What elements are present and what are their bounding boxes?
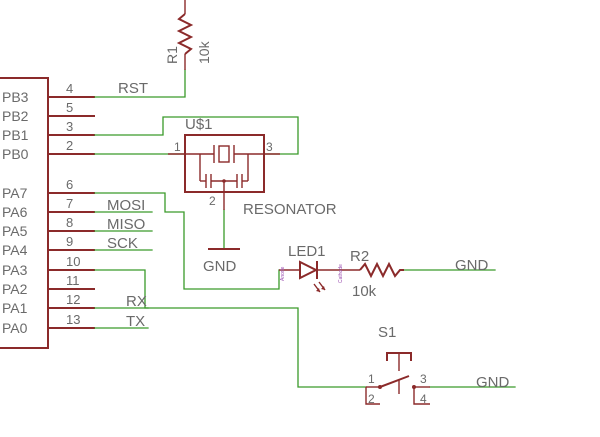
wire-rst	[94, 69, 186, 98]
crystal-element	[218, 145, 230, 163]
wire-pb1-resonator	[94, 116, 299, 155]
mcu-symbol: PB3 PB2 PB1 PB0 PA7 PA6 PA5 PA4 PA3 PA2 …	[0, 77, 95, 349]
net-label-miso: MISO	[107, 216, 145, 233]
r2-value: 10k	[352, 283, 377, 300]
net-label-tx: TX	[126, 313, 145, 330]
pin-number-9: 9	[66, 234, 73, 249]
pin-name-pa4: PA4	[2, 242, 28, 258]
switch-blade	[379, 375, 410, 388]
pin-number-13: 13	[66, 312, 80, 327]
switch-s1: S1 1 2 3 4 GND	[365, 324, 510, 406]
pin-number-10: 10	[66, 254, 80, 269]
resonator-pin1: 1	[174, 140, 181, 154]
pin-number-6: 6	[66, 177, 73, 192]
pin-name-pa1: PA1	[2, 300, 28, 316]
pin-number-3: 3	[66, 119, 73, 134]
led-emission-head-1	[316, 288, 320, 292]
pin-name-pa0: PA0	[2, 320, 28, 336]
switch-gnd-label: GND	[476, 374, 510, 391]
pin-number-4: 4	[66, 81, 73, 96]
net-label-rx: RX	[126, 293, 147, 310]
r2-name: R2	[350, 248, 369, 265]
resonator-name: U$1	[185, 116, 213, 133]
resonator-gnd-label: GND	[203, 258, 237, 275]
pin-name-pa2: PA2	[2, 281, 28, 297]
pin-name-pb1: PB1	[2, 127, 29, 143]
r2-zigzag	[359, 261, 404, 279]
pin-number-8: 8	[66, 215, 73, 230]
mcu-pin-stubs	[48, 96, 95, 329]
wires	[94, 69, 516, 388]
led-name: LED1	[288, 243, 326, 260]
wire-pa3-switch	[94, 269, 367, 388]
pin-number-5: 5	[66, 100, 73, 115]
led-cathode-tiny: Cathode	[338, 264, 344, 283]
net-label-mosi: MOSI	[107, 197, 145, 214]
pin-name-pa3: PA3	[2, 262, 28, 278]
switch-pin4-lead	[413, 387, 430, 405]
pin-number-11: 11	[66, 273, 80, 288]
net-label-sck: SCK	[107, 235, 138, 252]
pin-number-7: 7	[66, 196, 73, 211]
resistor-r1: R1 10k	[164, 0, 212, 70]
resonator-pin3: 3	[266, 140, 273, 154]
switch-pin2: 2	[368, 392, 375, 406]
pin-name-pb0: PB0	[2, 146, 29, 162]
pin-name-pa6: PA6	[2, 204, 28, 220]
switch-pin4: 4	[420, 392, 427, 406]
led-emission-head-2	[321, 286, 325, 290]
switch-name: S1	[378, 324, 396, 341]
led-led1: Anode Cathode LED1	[279, 243, 360, 293]
resonator-pin2: 2	[209, 194, 216, 208]
resonator-value: RESONATOR	[243, 201, 337, 218]
r1-value: 10k	[196, 40, 212, 64]
pin-name-pb3: PB3	[2, 89, 29, 105]
pin-name-pb2: PB2	[2, 108, 29, 124]
pin-number-2: 2	[66, 138, 73, 153]
resistor-r2: R2 10k GND	[350, 248, 489, 300]
net-label-rst: RST	[118, 80, 148, 97]
switch-pin3: 3	[420, 372, 427, 386]
wire-pa7-led	[94, 192, 280, 290]
resonator-u1: U$1 RESONATOR 1 2 3 GND	[168, 116, 337, 275]
switch-pin1: 1	[368, 372, 375, 386]
switch-pin2-lead	[365, 387, 380, 405]
r1-name: R1	[164, 46, 180, 64]
pin-name-pa7: PA7	[2, 185, 28, 201]
led-triangle	[299, 260, 319, 280]
r2-gnd-label: GND	[455, 257, 489, 274]
led-anode-tiny: Anode	[280, 266, 286, 281]
r1-zigzag	[176, 13, 194, 55]
pin-name-pa5: PA5	[2, 223, 28, 239]
pin-number-12: 12	[66, 292, 80, 307]
